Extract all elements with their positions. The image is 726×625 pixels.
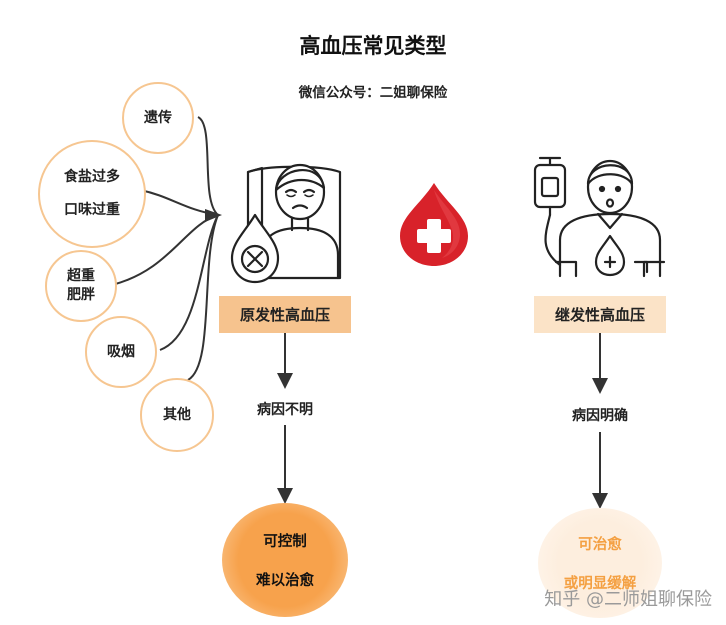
cause-label: 遗传	[144, 109, 172, 126]
primary-outcome-circle: 可控制 难以治愈	[222, 503, 348, 617]
primary-cause-status: 病因不明	[257, 402, 313, 418]
cause-circle-salt: 食盐过多 口味过重	[38, 140, 146, 248]
secondary-cause-status: 病因明确	[572, 408, 628, 424]
blood-drop-cross-icon	[400, 183, 468, 266]
primary-outcome-line: 难以治愈	[256, 573, 314, 589]
connector-cause-5	[187, 214, 219, 381]
page-title: 高血压常见类型	[299, 34, 447, 58]
sick-patient-icon	[230, 163, 342, 284]
cause-label: 超重	[67, 268, 95, 285]
connector-cause-1	[197, 116, 219, 216]
cause-circle-overweight: 超重 肥胖	[45, 250, 117, 322]
cause-label: 肥胖	[67, 287, 95, 303]
primary-hypertension-label: 原发性高血压	[219, 296, 351, 333]
secondary-hypertension-label: 继发性高血压	[534, 296, 666, 333]
cause-label: 口味过重	[64, 202, 120, 218]
secondary-outcome-circle: 可治愈 或明显缓解	[538, 508, 662, 618]
connector-cause-4	[159, 214, 219, 351]
cause-circle-heredity: 遗传	[122, 82, 194, 154]
cause-label: 食盐过多	[64, 169, 120, 186]
watermark-text: 知乎 @二师姐聊保险	[544, 589, 712, 610]
iv-drip-patient-icon	[533, 156, 666, 278]
secondary-outcome-line: 或明显缓解	[563, 576, 637, 592]
cause-circle-smoking: 吸烟	[85, 316, 157, 388]
cause-label: 其他	[163, 406, 191, 423]
secondary-outcome-line: 可治愈	[578, 537, 622, 553]
cause-circle-other: 其他	[140, 378, 214, 452]
cause-label: 吸烟	[107, 343, 135, 360]
primary-outcome-line: 可控制	[263, 534, 307, 550]
page-subtitle: 微信公众号：二姐聊保险	[298, 85, 448, 101]
converge-arrowhead	[205, 209, 222, 222]
